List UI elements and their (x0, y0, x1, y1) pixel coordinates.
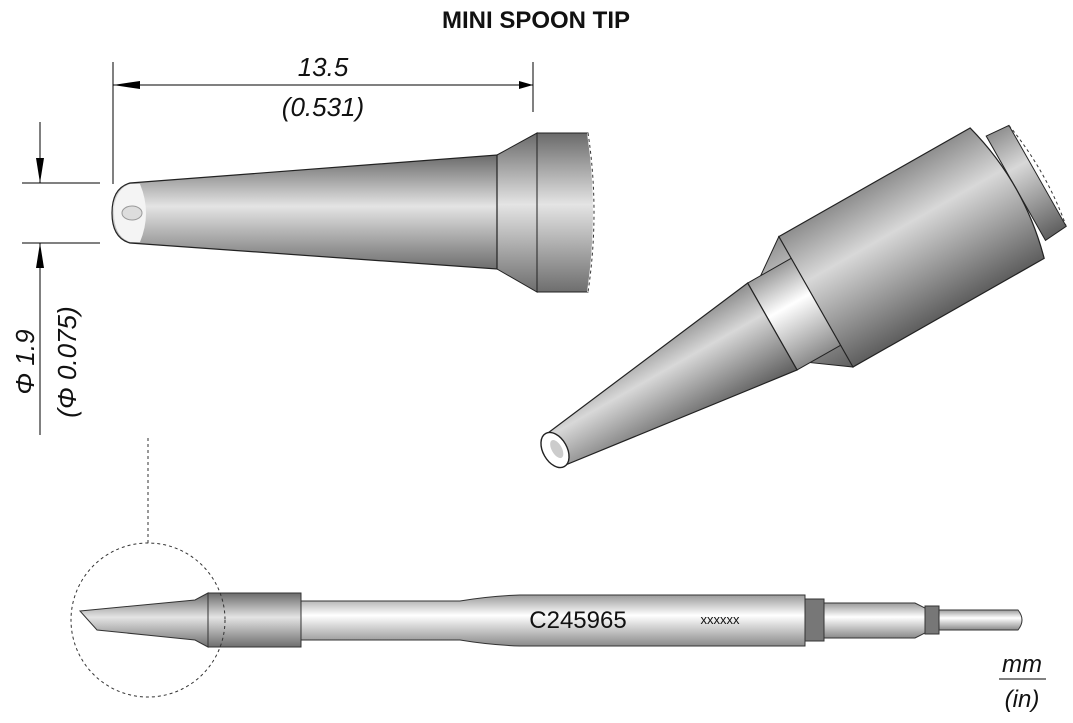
isometric-tip (540, 124, 1067, 469)
units-mm: mm (1002, 651, 1042, 678)
length-in: (0.531) (282, 92, 364, 122)
length-dimension: 13.5 (0.531) (112, 52, 534, 184)
diameter-in: (Φ 0.075) (52, 306, 82, 417)
serial-placeholder: xxxxxx (701, 612, 741, 627)
drawing-title: MINI SPOON TIP (442, 7, 630, 34)
full-tip-view: C245965 xxxxxx (70, 438, 1023, 698)
diameter-dimension: Φ 1.9 (Φ 0.075) (10, 122, 100, 435)
units-in: (in) (1005, 686, 1040, 713)
units-legend: mm (in) (999, 651, 1046, 713)
part-number: C245965 (529, 607, 626, 634)
length-mm: 13.5 (298, 52, 349, 82)
diameter-mm: Φ 1.9 (10, 329, 40, 394)
side-view-tip (111, 132, 595, 293)
